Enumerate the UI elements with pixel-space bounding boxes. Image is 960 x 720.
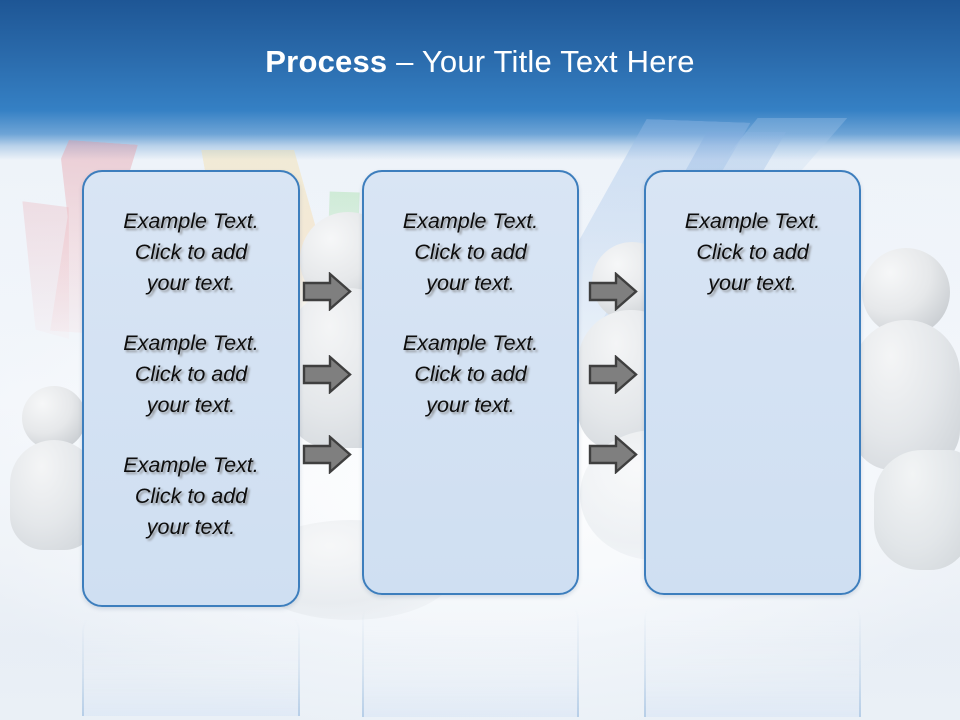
process-box-1-reflection: [82, 611, 300, 716]
slide-title-subtitle: Your Title Text Here: [421, 44, 695, 79]
decorative-figure-body-right: [852, 320, 960, 470]
arrow-2-2[interactable]: [588, 355, 638, 394]
decorative-figure-arm-right: [874, 450, 960, 570]
process-box-3[interactable]: Example Text. Click to add your text.: [644, 170, 861, 595]
arrow-1-3[interactable]: [302, 435, 352, 474]
right-arrow-icon: [302, 355, 352, 394]
process-box-2-reflection: [362, 599, 579, 717]
process-box-1-paragraph-2[interactable]: Example Text. Click to add your text.: [123, 331, 259, 417]
arrow-2-1[interactable]: [588, 272, 638, 311]
slide-title-separator: –: [387, 44, 422, 79]
arrow-1-2[interactable]: [302, 355, 352, 394]
process-box-2-paragraph-2[interactable]: Example Text. Click to add your text.: [402, 331, 539, 417]
slide-title-keyword: Process: [265, 44, 388, 79]
decorative-figure-head-left: [22, 386, 86, 450]
slide-title: Process – Your Title Text Here: [0, 40, 960, 84]
right-arrow-icon: [588, 272, 638, 311]
process-box-1-paragraph-1[interactable]: Example Text. Click to add your text.: [123, 209, 259, 295]
process-box-2-paragraph-1[interactable]: Example Text. Click to add your text.: [402, 209, 539, 295]
right-arrow-icon: [302, 272, 352, 311]
right-arrow-icon: [588, 435, 638, 474]
process-box-1[interactable]: Example Text. Click to add your text. Ex…: [82, 170, 300, 607]
right-arrow-icon: [588, 355, 638, 394]
process-box-1-paragraph-3[interactable]: Example Text. Click to add your text.: [123, 453, 259, 539]
process-box-2[interactable]: Example Text. Click to add your text. Ex…: [362, 170, 579, 595]
arrow-2-3[interactable]: [588, 435, 638, 474]
process-box-3-reflection: [644, 599, 861, 717]
right-arrow-icon: [302, 435, 352, 474]
arrow-1-1[interactable]: [302, 272, 352, 311]
process-box-3-paragraph-1[interactable]: Example Text. Click to add your text.: [684, 209, 821, 295]
